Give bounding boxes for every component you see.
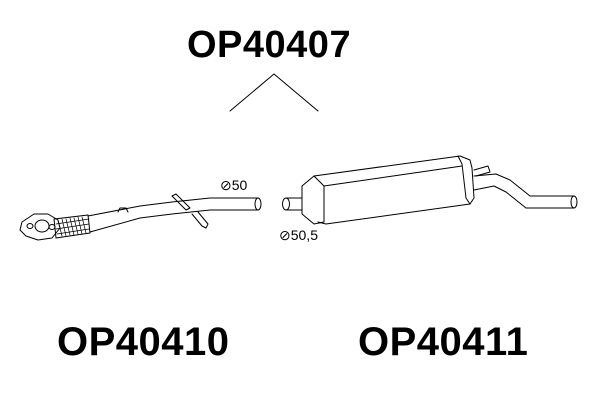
front-pipe-outlet (254, 197, 262, 211)
silencer-rear-cap (457, 155, 471, 205)
front-pipe-tube-lower (89, 209, 259, 233)
assembly-code: OP40407 (187, 24, 352, 66)
silencer-body (313, 155, 475, 225)
bracket-line-right (273, 73, 319, 112)
silencer-inlet-opening (282, 197, 290, 211)
flange-bolt-hole-right (48, 224, 56, 230)
front-pipe-code: OP40410 (57, 320, 230, 364)
front-pipe-tube-upper (87, 197, 259, 217)
flange-bolt-hole-left (26, 223, 34, 229)
silencer-hanger-tab (473, 165, 491, 177)
front-pipe-hanger-lower (191, 211, 209, 229)
front-pipe-sensor-boss (117, 207, 129, 213)
front-pipe-diameter-label: ⊘50 (220, 177, 248, 193)
front-pipe-flange (19, 213, 61, 241)
silencer-code: OP40411 (358, 320, 529, 364)
assembly-bracket-lines (229, 73, 319, 112)
front-pipe-hanger-upper (171, 193, 191, 211)
bracket-line-left (229, 73, 275, 112)
silencer-front-cap (301, 175, 325, 225)
silencer-tailpipe-lower (473, 185, 575, 209)
silencer-drawing (282, 155, 578, 225)
silencer-tailpipe-upper (473, 173, 575, 197)
flex-joint-outline (53, 214, 91, 239)
silencer-inlet-pipe (285, 197, 303, 211)
flange-pipe-opening (34, 219, 50, 233)
silencer-body-seam (323, 165, 463, 187)
silencer-diameter-label: ⊘50,5 (279, 227, 318, 243)
front-pipe-drawing (19, 193, 262, 241)
silencer-tailpipe-outlet (570, 195, 578, 209)
flex-joint-mesh (55, 216, 90, 237)
